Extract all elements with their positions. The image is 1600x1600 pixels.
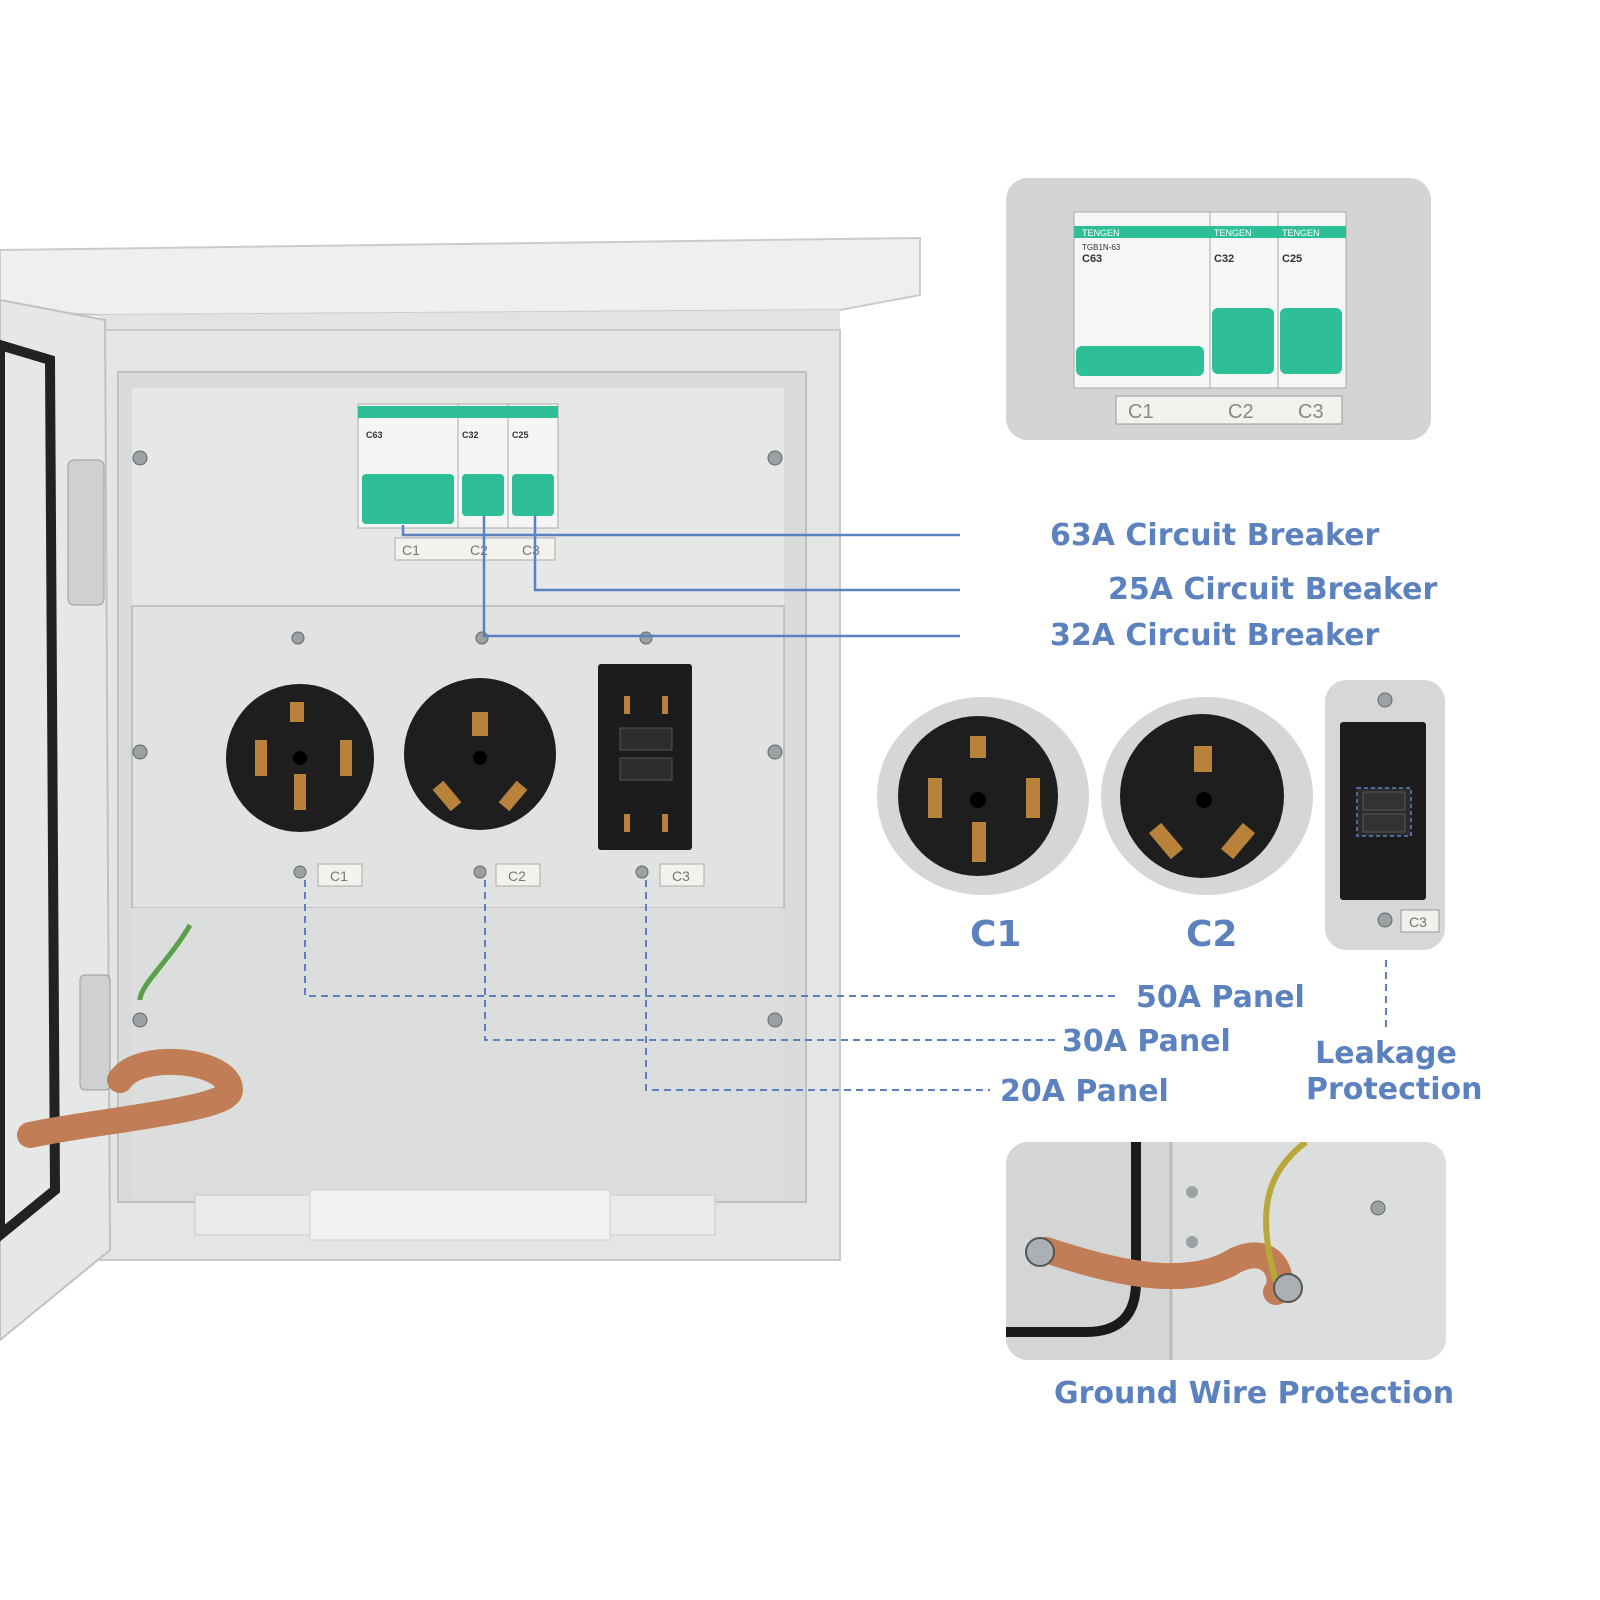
leader-lines — [940, 960, 1387, 1091]
slot-tag-c3: C3 — [522, 542, 540, 558]
receptacle-30a-closeup — [1101, 697, 1313, 895]
callout-20a-panel: 20A Panel — [1000, 1074, 1169, 1109]
closeup-c63: C63 — [1082, 253, 1102, 265]
closeup-model-1: TGB1N-63 — [1082, 243, 1121, 252]
breaker-c63-text: C63 — [366, 430, 383, 440]
gfci-closeup-tag: C3 — [1409, 914, 1427, 930]
closeup-brand-3: TENGEN — [1282, 228, 1320, 238]
closeup-c32: C32 — [1214, 253, 1234, 265]
closeup-slot-c1: C1 — [1128, 401, 1154, 423]
panel-tag-c3: C3 — [672, 868, 690, 884]
receptacle-50a-closeup — [877, 697, 1089, 895]
ground-wire-closeup — [1006, 1142, 1446, 1360]
breakers-closeup: TENGEN TENGEN TENGEN TGB1N-63 C63 C32 C2… — [1006, 178, 1431, 440]
breaker-c32-text: C32 — [462, 430, 479, 440]
closeup-label-c1: C1 — [970, 914, 1022, 955]
slot-tag-c1: C1 — [402, 542, 420, 558]
closeup-slot-c2: C2 — [1228, 401, 1254, 423]
callout-ground-wire: Ground Wire Protection — [1054, 1376, 1455, 1411]
callout-30a-panel: 30A Panel — [1062, 1024, 1231, 1059]
slot-tag-c2: C2 — [470, 542, 488, 558]
callout-leakage-line1: Leakage — [1315, 1036, 1457, 1071]
callout-50a-panel: 50A Panel — [1136, 980, 1305, 1015]
breaker-c25-text: C25 — [512, 430, 529, 440]
callout-leakage: Leakage Protection — [1306, 1036, 1483, 1108]
gfci-closeup-image: C3 — [1325, 680, 1445, 950]
closeup-label-c2: C2 — [1186, 914, 1238, 955]
gfci-closeup: C3 — [1325, 680, 1445, 950]
panel-tag-c1: C1 — [330, 868, 348, 884]
panel-tag-c2: C2 — [508, 868, 526, 884]
callout-63a-breaker: 63A Circuit Breaker — [1050, 518, 1380, 553]
callout-leakage-line2: Protection — [1306, 1072, 1483, 1107]
closeup-brand-1: TENGEN — [1082, 228, 1120, 238]
ground-wire-closeup-image — [1006, 1142, 1446, 1360]
closeup-brand-2: TENGEN — [1214, 228, 1252, 238]
closeup-slot-c3: C3 — [1298, 401, 1324, 423]
callout-25a-breaker: 25A Circuit Breaker — [1108, 572, 1438, 607]
callout-32a-breaker: 32A Circuit Breaker — [1050, 618, 1380, 653]
enclosure-photo: C63 C32 C25 C1 C2 C3 C1 C2 C3 — [0, 236, 960, 1342]
closeup-c25: C25 — [1282, 253, 1302, 265]
breakers-closeup-image: TENGEN TENGEN TENGEN TGB1N-63 C63 C32 C2… — [1006, 178, 1431, 440]
